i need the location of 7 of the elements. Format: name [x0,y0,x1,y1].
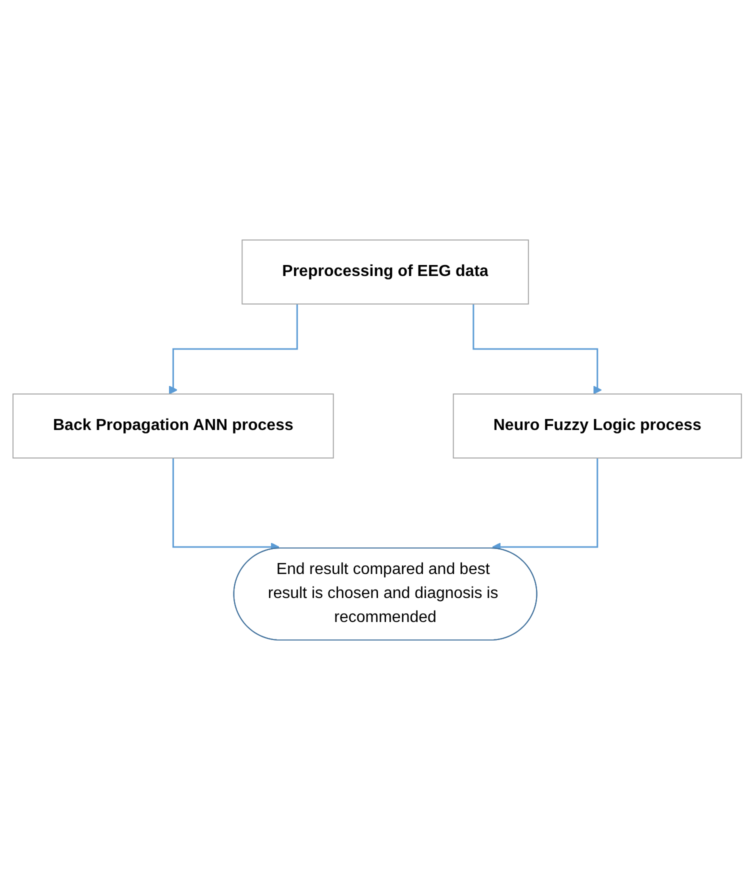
node-box: Preprocessing of EEG data [242,240,530,304]
node-box: Back Propagation ANN process [12,394,334,458]
arrow [169,304,298,394]
node-box: Neuro Fuzzy Logic process [453,394,742,458]
arrow [172,458,280,552]
arrow [492,458,598,552]
arrow [472,304,602,394]
